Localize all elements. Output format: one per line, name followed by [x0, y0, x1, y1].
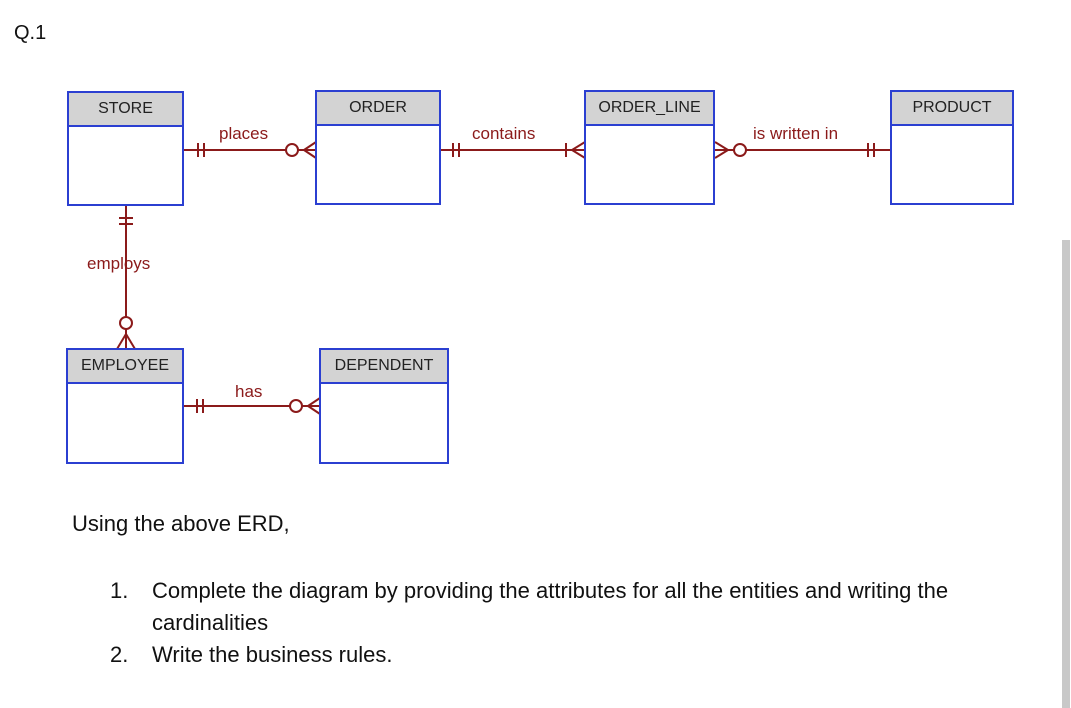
entity-product: PRODUCT — [890, 90, 1014, 205]
entity-dependent-title: DEPENDENT — [321, 350, 447, 384]
question-item-1-text: Complete the diagram by providing the at… — [152, 578, 949, 635]
relationship-label-is-written-in: is written in — [753, 124, 839, 143]
places-connector — [184, 141, 317, 159]
question-item-2-text: Write the business rules. — [152, 642, 393, 667]
entity-employee-title: EMPLOYEE — [68, 350, 182, 384]
intro-text: Using the above ERD, — [72, 511, 290, 536]
entity-order-line: ORDER_LINE — [584, 90, 715, 205]
contains-connector — [441, 141, 586, 159]
entity-order-line-title: ORDER_LINE — [586, 92, 713, 126]
entity-store-title: STORE — [69, 93, 182, 127]
relationship-label-contains: contains — [472, 124, 536, 143]
question-item-2-number: 2. — [110, 642, 129, 667]
has-connector — [184, 397, 321, 415]
vertical-scrollbar[interactable] — [1062, 240, 1070, 708]
relationship-label-has: has — [235, 382, 263, 401]
is-written-in-connector — [714, 141, 891, 159]
question-item-1-number: 1. — [110, 578, 129, 603]
question-number: Q.1 — [14, 22, 47, 44]
entity-dependent: DEPENDENT — [319, 348, 449, 464]
employs-connector — [116, 206, 136, 350]
relationship-label-places: places — [219, 124, 269, 143]
entity-employee: EMPLOYEE — [66, 348, 184, 464]
entity-order: ORDER — [315, 90, 441, 205]
entity-store: STORE — [67, 91, 184, 206]
relationship-label-employs: employs — [87, 254, 151, 273]
entity-product-title: PRODUCT — [892, 92, 1012, 126]
entity-order-title: ORDER — [317, 92, 439, 126]
